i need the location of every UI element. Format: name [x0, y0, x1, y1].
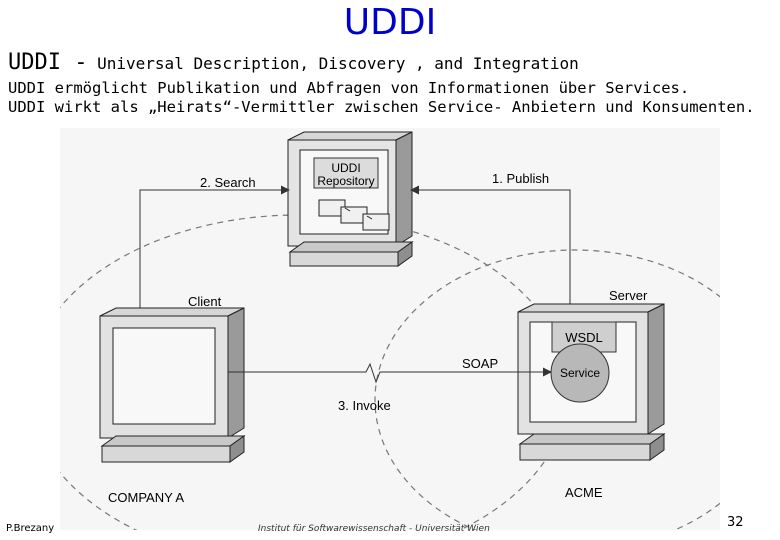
- subtitle-abbreviation: UDDI -: [8, 50, 88, 75]
- server-computer: [517, 303, 666, 461]
- uddi-diagram: UDDI Repository 2. Search 1. Publish Cli…: [60, 128, 720, 530]
- publish-arrow: [410, 185, 571, 314]
- client-label: Client: [188, 294, 222, 309]
- description-line-1: UDDI ermöglicht Publikation und Abfragen…: [8, 79, 690, 97]
- acme-label: ACME: [565, 485, 603, 500]
- client-computer: [99, 307, 246, 463]
- invoke-label: 3. Invoke: [338, 398, 391, 413]
- search-arrow: [139, 185, 290, 314]
- slide-title: UDDI: [343, 2, 437, 43]
- soap-label: SOAP: [462, 356, 498, 371]
- subtitle-expansion: Universal Description, Discovery , and I…: [97, 54, 579, 73]
- service-label: Service: [560, 366, 600, 380]
- server-zone-outline: [374, 249, 720, 530]
- search-label: 2. Search: [200, 175, 256, 190]
- wsdl-label: WSDL: [565, 330, 603, 345]
- server-label: Server: [609, 288, 648, 303]
- description-line-2: UDDI wirkt als „Heirats“-Vermittler zwis…: [8, 98, 755, 116]
- soap-invoke-arrow: [228, 362, 552, 384]
- institute-footer: Institut für Softwarewissenschaft - Univ…: [258, 524, 490, 534]
- author-footer: P.Brezany: [6, 523, 55, 534]
- repository-label-line-1: UDDI: [331, 161, 360, 175]
- company-label: COMPANY A: [108, 490, 184, 505]
- page-number: 32: [727, 515, 744, 530]
- publish-label: 1. Publish: [492, 171, 549, 186]
- repository-label-line-2: Repository: [317, 174, 374, 188]
- subtitle-line: UDDI - Universal Description, Discovery …: [8, 50, 579, 75]
- repository-computer: [287, 131, 414, 267]
